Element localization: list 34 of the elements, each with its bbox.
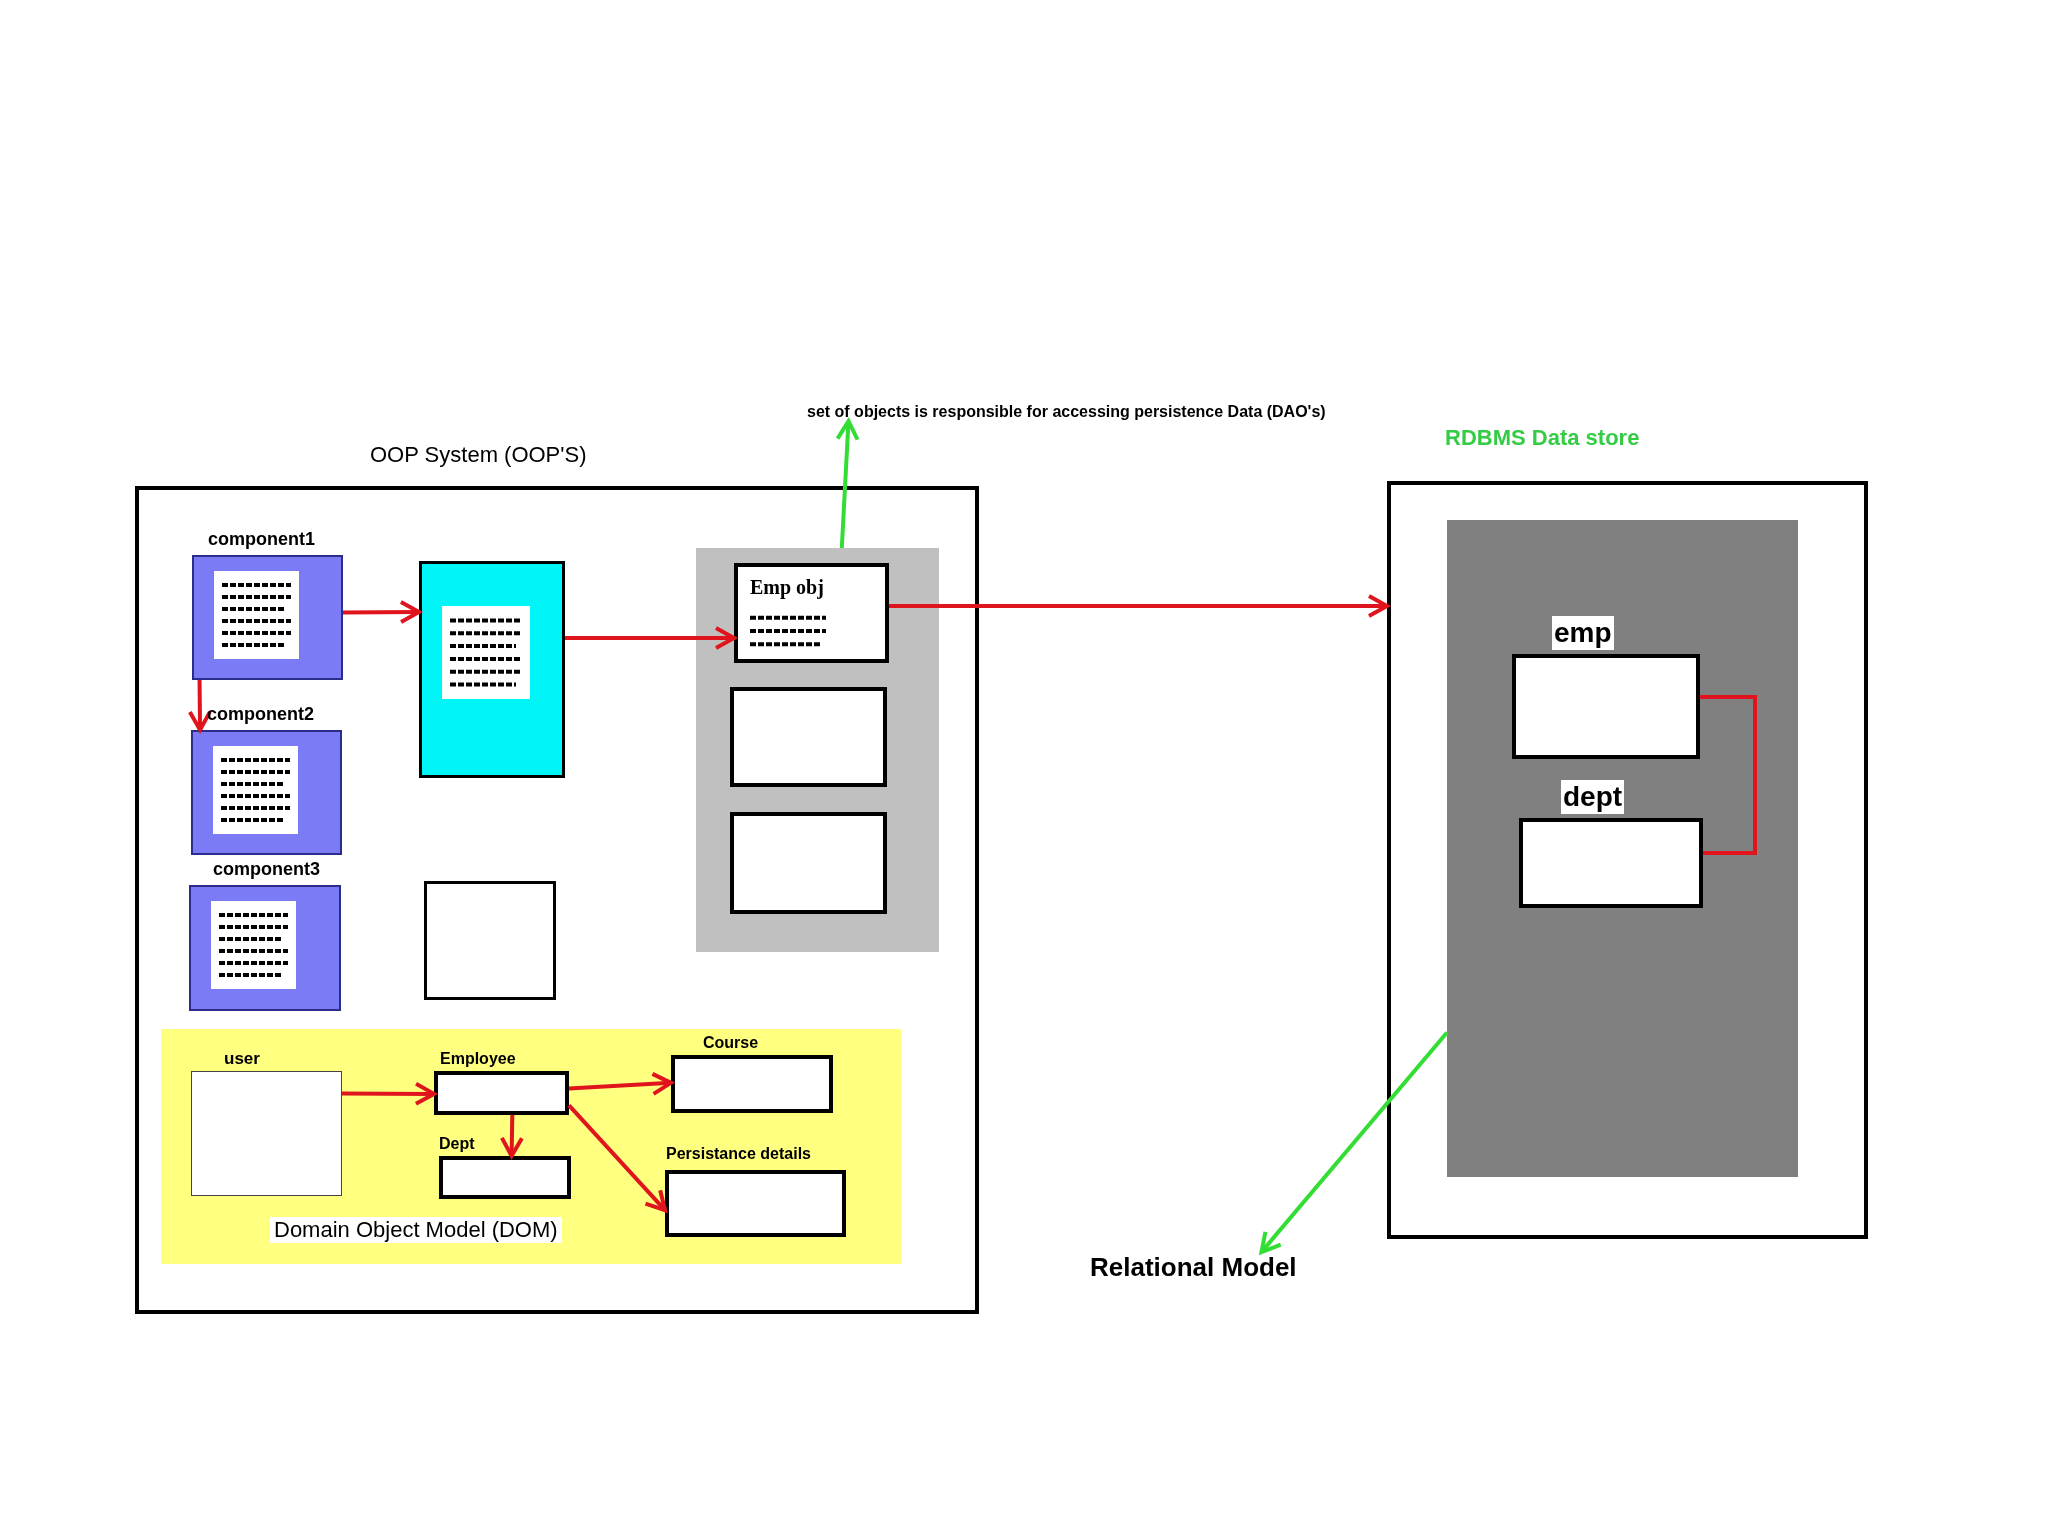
node-label: OOP System (OOP'S) — [370, 442, 587, 469]
connector-line — [1700, 695, 1757, 856]
arrow — [889, 594, 1389, 619]
node-label: Employee — [440, 1049, 516, 1069]
node-label: emp — [1552, 616, 1614, 650]
annotation-text: Relational Model — [1090, 1252, 1297, 1284]
process-box — [419, 561, 565, 778]
database-panel — [1447, 520, 1798, 1177]
node-label: Emp obj — [750, 575, 824, 599]
node-label: component2 — [207, 704, 314, 726]
arrow — [343, 600, 421, 625]
node-label: RDBMS Data store — [1445, 425, 1640, 452]
annotation-text: set of objects is responsible for accessing persistence Data (DAO's) — [807, 402, 1326, 422]
empty-box — [424, 881, 556, 1000]
node-label: Dept — [439, 1134, 475, 1154]
object-box — [730, 687, 887, 787]
node-label: Persistance details — [666, 1144, 811, 1164]
model-panel — [161, 1029, 901, 1264]
node-label: component3 — [213, 859, 320, 881]
arrow — [567, 1103, 667, 1213]
arrow — [835, 419, 860, 549]
node-label: dept — [1561, 780, 1625, 814]
dao-panel — [696, 548, 939, 952]
node-label: Course — [703, 1033, 759, 1053]
arrow — [499, 1114, 524, 1158]
arrow — [342, 1081, 436, 1106]
arrow — [565, 626, 736, 650]
node-label: component1 — [208, 529, 315, 551]
object-box — [730, 812, 887, 914]
arrow — [568, 1071, 673, 1096]
node-label: Domain Object Model (DOM) — [270, 1217, 562, 1244]
object-box — [734, 563, 889, 663]
arrow — [1259, 1031, 1449, 1254]
node-label: user — [224, 1049, 260, 1070]
